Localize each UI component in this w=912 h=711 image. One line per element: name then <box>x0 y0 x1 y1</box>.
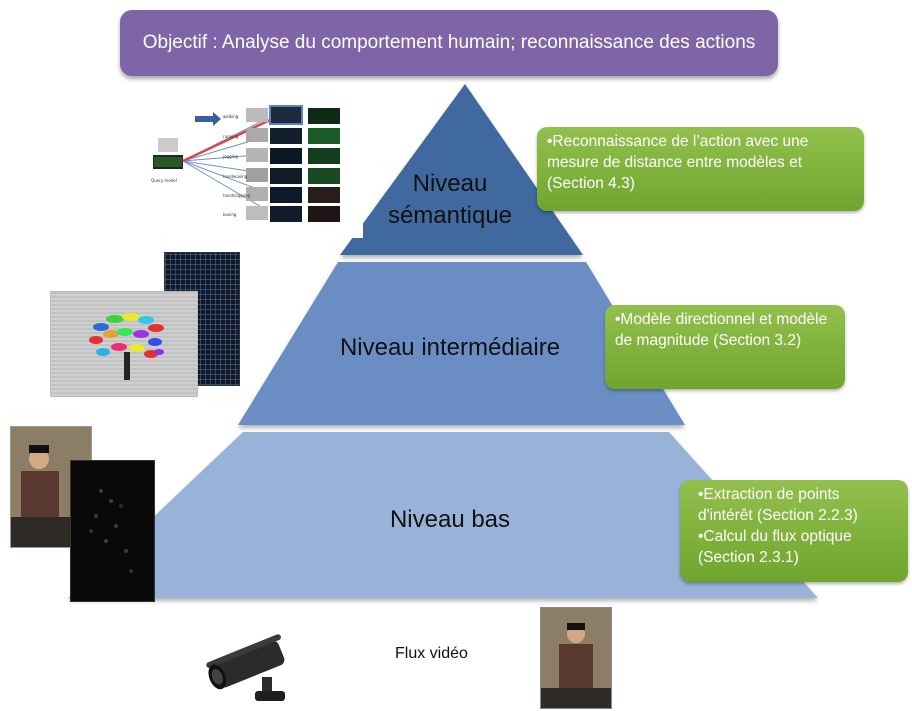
semantic-example-image: walking running jogging handwaving handc… <box>148 98 363 238</box>
level-label-low: Niveau bas <box>389 506 511 533</box>
callout-low-text-2: •Calcul du flux optique (Section 2.3.1) <box>698 528 852 566</box>
video-frame-image <box>540 607 612 709</box>
level-label-intermediate: Niveau intermédiaire <box>339 334 561 361</box>
security-camera-icon <box>200 625 320 705</box>
callout-semantic: •Reconnaissance de l’action avec une mes… <box>537 127 864 211</box>
row-label-running: running <box>223 134 239 139</box>
row-label-walking: walking <box>223 114 239 119</box>
direction-model-image <box>50 291 198 397</box>
optical-flow-image <box>70 460 155 602</box>
objective-banner: Objectif : Analyse du comportement humai… <box>120 10 778 76</box>
query-label: Query model <box>151 178 177 183</box>
row-label-boxing: boxing <box>223 212 237 217</box>
callout-low: •Extraction de points d'intérêt (Section… <box>680 480 908 582</box>
right-arrow-icon <box>195 112 221 126</box>
row-label-jogging: jogging <box>222 154 238 159</box>
pyramid-level-semantic <box>340 84 583 255</box>
objective-text: Objectif : Analyse du comportement humai… <box>142 32 756 53</box>
pyramid-level-intermediate <box>238 262 685 425</box>
pyramid-level-low <box>68 432 818 598</box>
callout-low-text-1: •Extraction de points d'intérêt (Section… <box>698 486 858 524</box>
callout-intermediate-text: •Modèle directionnel et modèle de magnit… <box>615 311 828 349</box>
row-label-handwaving: handwaving <box>223 174 248 179</box>
flux-video-label: Flux vidéo <box>395 645 468 662</box>
callout-semantic-text: •Reconnaissance de l’action avec une mes… <box>547 133 809 192</box>
row-label-handclapping: handclapping <box>223 193 251 198</box>
callout-intermediate: •Modèle directionnel et modèle de magnit… <box>605 305 845 389</box>
level-label-semantic: Niveau sémantique <box>387 170 513 229</box>
